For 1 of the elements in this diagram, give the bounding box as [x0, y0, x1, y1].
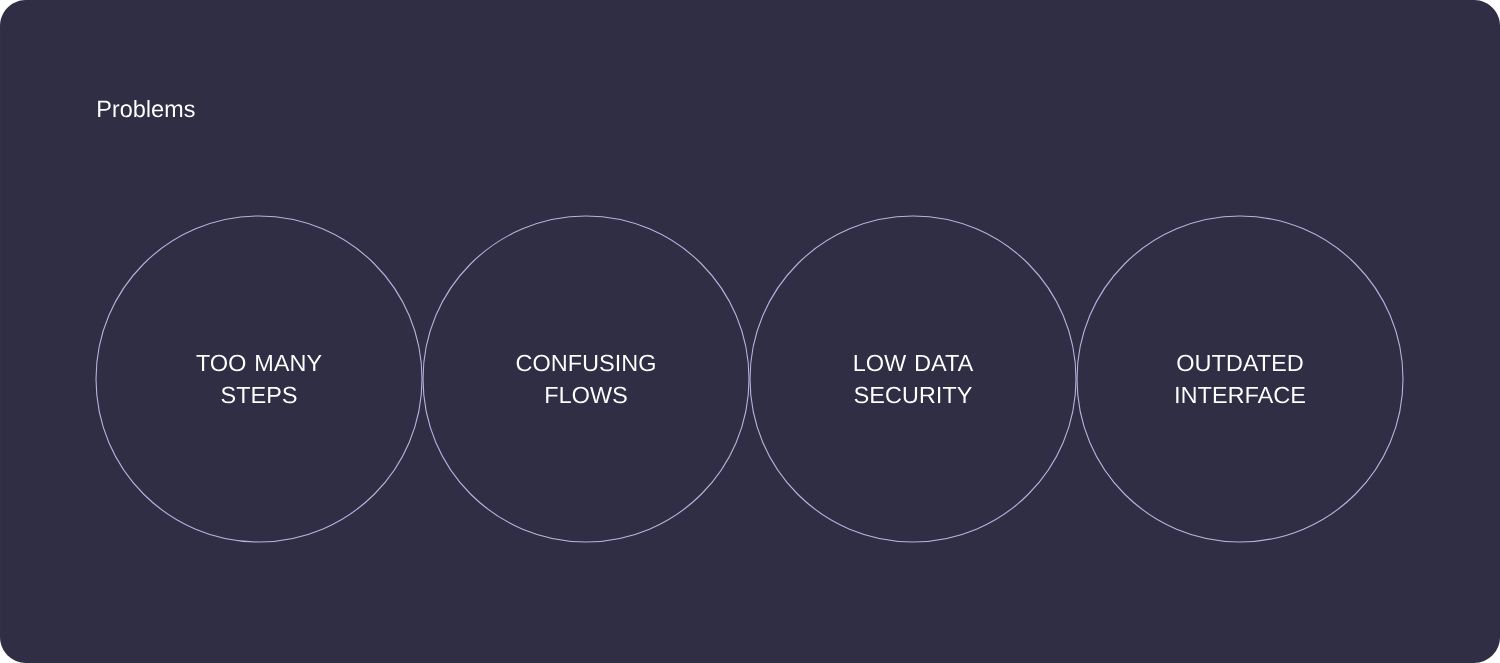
heading: Problems — [98, 100, 195, 118]
